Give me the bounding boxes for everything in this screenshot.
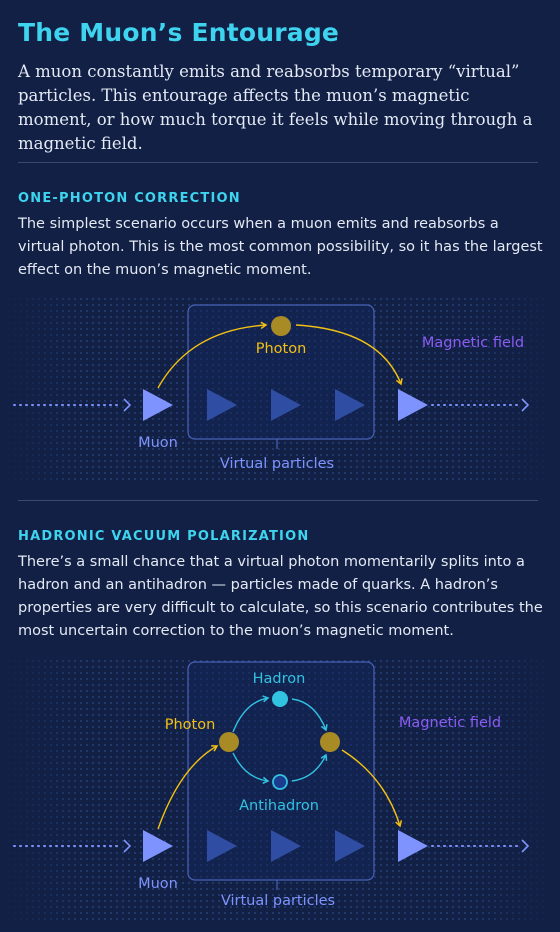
photon-label: Photon <box>256 341 307 357</box>
outgoing-arrow-icon <box>521 398 530 412</box>
photon-emission-path <box>157 745 219 830</box>
muon-label: Muon <box>138 435 178 451</box>
intro-text: A muon constantly emits and reabsorbs te… <box>18 62 533 153</box>
incoming-arrow-icon <box>123 839 132 853</box>
hadron-label: Hadron <box>253 671 306 687</box>
hadron-path <box>291 698 328 732</box>
magnetic-field-label: Magnetic field <box>422 335 524 351</box>
photon-absorption-path <box>295 324 403 386</box>
outgoing-arrow-icon <box>521 839 530 853</box>
magnetic-field-label: Magnetic field <box>399 715 501 731</box>
antihadron-path <box>232 752 270 785</box>
muon-label: Muon <box>138 876 178 892</box>
divider <box>18 162 538 163</box>
hadron-icon <box>272 691 288 707</box>
hadronic-diagram: Hadron Photon Antihadron Magnetic field … <box>0 657 560 922</box>
photon-icon <box>271 316 291 336</box>
section-heading-one-photon: ONE-PHOTON CORRECTION <box>18 191 241 206</box>
photon-absorption-path <box>341 749 403 828</box>
hadron-path <box>232 695 270 733</box>
incoming-arrow-icon <box>123 398 132 412</box>
antihadron-path <box>291 753 328 782</box>
section-body-one-photon: The simplest scenario occurs when a muon… <box>18 216 543 278</box>
photon-label: Photon <box>165 717 216 733</box>
antihadron-label: Antihadron <box>239 798 319 814</box>
virtual-particles-label: Virtual particles <box>221 893 335 909</box>
virtual-particles-label: Virtual particles <box>220 456 334 472</box>
divider <box>18 500 538 501</box>
virtual-particle-icon <box>207 389 237 421</box>
muon-icon <box>143 830 173 862</box>
virtual-particle-icon <box>271 389 301 421</box>
page-title: The Muon’s Entourage <box>18 18 340 47</box>
virtual-particle-icon <box>207 830 237 862</box>
photon-emission-path <box>157 321 268 389</box>
muon-icon <box>143 389 173 421</box>
virtual-particle-icon <box>335 389 365 421</box>
virtual-particle-icon <box>271 830 301 862</box>
muon-icon <box>398 389 428 421</box>
antihadron-icon <box>272 774 288 790</box>
section-heading-hadronic: HADRONIC VACUUM POLARIZATION <box>18 529 310 544</box>
section-body-hadronic: There’s a small chance that a virtual ph… <box>18 554 543 639</box>
photon-icon <box>219 732 239 752</box>
virtual-particle-icon <box>335 830 365 862</box>
photon-icon <box>320 732 340 752</box>
muon-icon <box>398 830 428 862</box>
one-photon-diagram: Photon Magnetic field Muon Virtual parti… <box>0 295 560 480</box>
